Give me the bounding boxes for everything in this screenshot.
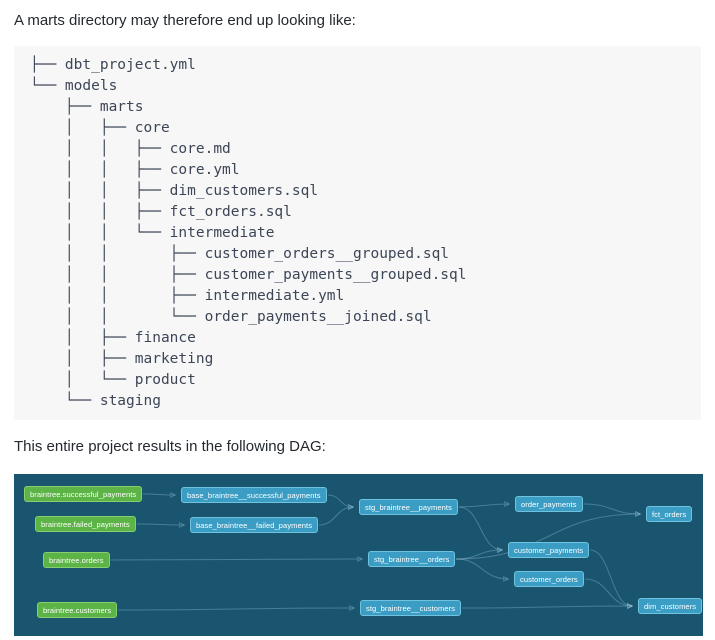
directory-tree: ├── dbt_project.yml └── models ├── marts… — [30, 57, 467, 409]
dag-node-fct_orders: fct_orders — [646, 506, 693, 522]
dag-node-stg_payments: stg_braintree__payments — [359, 499, 458, 515]
dag-node-customer_orders: customer_orders — [514, 571, 584, 587]
dag-edge-base_failed-to-stg_payments — [318, 507, 353, 526]
dag-node-bt_customers: braintree.customers — [37, 602, 118, 618]
dag-edge-customer_orders-to-dim_customers — [584, 578, 632, 606]
dag-node-base_success: base_braintree__successful_payments — [181, 487, 327, 503]
dag-edge-bt_success-to-base_success — [142, 494, 175, 495]
dag-edge-bt_failed-to-base_failed — [136, 524, 184, 525]
dag-edge-stg_orders-to-customer_orders — [455, 558, 508, 579]
dag-node-order_payments: order_payments — [515, 496, 583, 512]
dag-node-dim_customers: dim_customers — [638, 598, 703, 614]
dag-canvas: braintree.successful_payments base_braint… — [14, 474, 703, 636]
intro-paragraph: A marts directory may therefore end up l… — [14, 12, 356, 29]
dag-edge-customer_payments-to-dim_customers — [589, 549, 632, 606]
dag-edge-stg_payments-to-order_payments — [458, 504, 509, 508]
dag-edge-stg_orders-to-customer_payments — [455, 550, 502, 560]
dag-node-base_failed: base_braintree__failed_payments — [190, 517, 319, 533]
dag-node-stg_customers: stg_braintree__customers — [360, 600, 462, 616]
dag-node-bt_failed: braintree.failed_payments — [35, 516, 136, 532]
dag-edge-stg_payments-to-customer_payments — [458, 506, 502, 550]
dag-node-stg_orders: stg_braintree__orders — [368, 551, 456, 567]
code-block: ├── dbt_project.yml └── models ├── marts… — [14, 46, 701, 420]
dag-node-bt_orders: braintree.orders — [43, 552, 110, 568]
dag-edge-bt_orders-to-stg_orders — [110, 559, 362, 560]
dag-edges-layer — [110, 474, 703, 636]
dag-intro-paragraph: This entire project results in the follo… — [14, 438, 326, 455]
dag-node-customer_payments: customer_payments — [508, 542, 590, 558]
dag-edge-stg_orders-to-fct_orders — [455, 514, 640, 560]
dag-node-bt_success: braintree.successful_payments — [24, 486, 143, 502]
dag-edge-stg_customers-to-dim_customers — [461, 606, 632, 608]
dag-edge-bt_customers-to-stg_customers — [117, 608, 354, 610]
dag-edge-order_payments-to-fct_orders — [583, 503, 640, 514]
dag-edge-base_success-to-stg_payments — [327, 494, 353, 507]
